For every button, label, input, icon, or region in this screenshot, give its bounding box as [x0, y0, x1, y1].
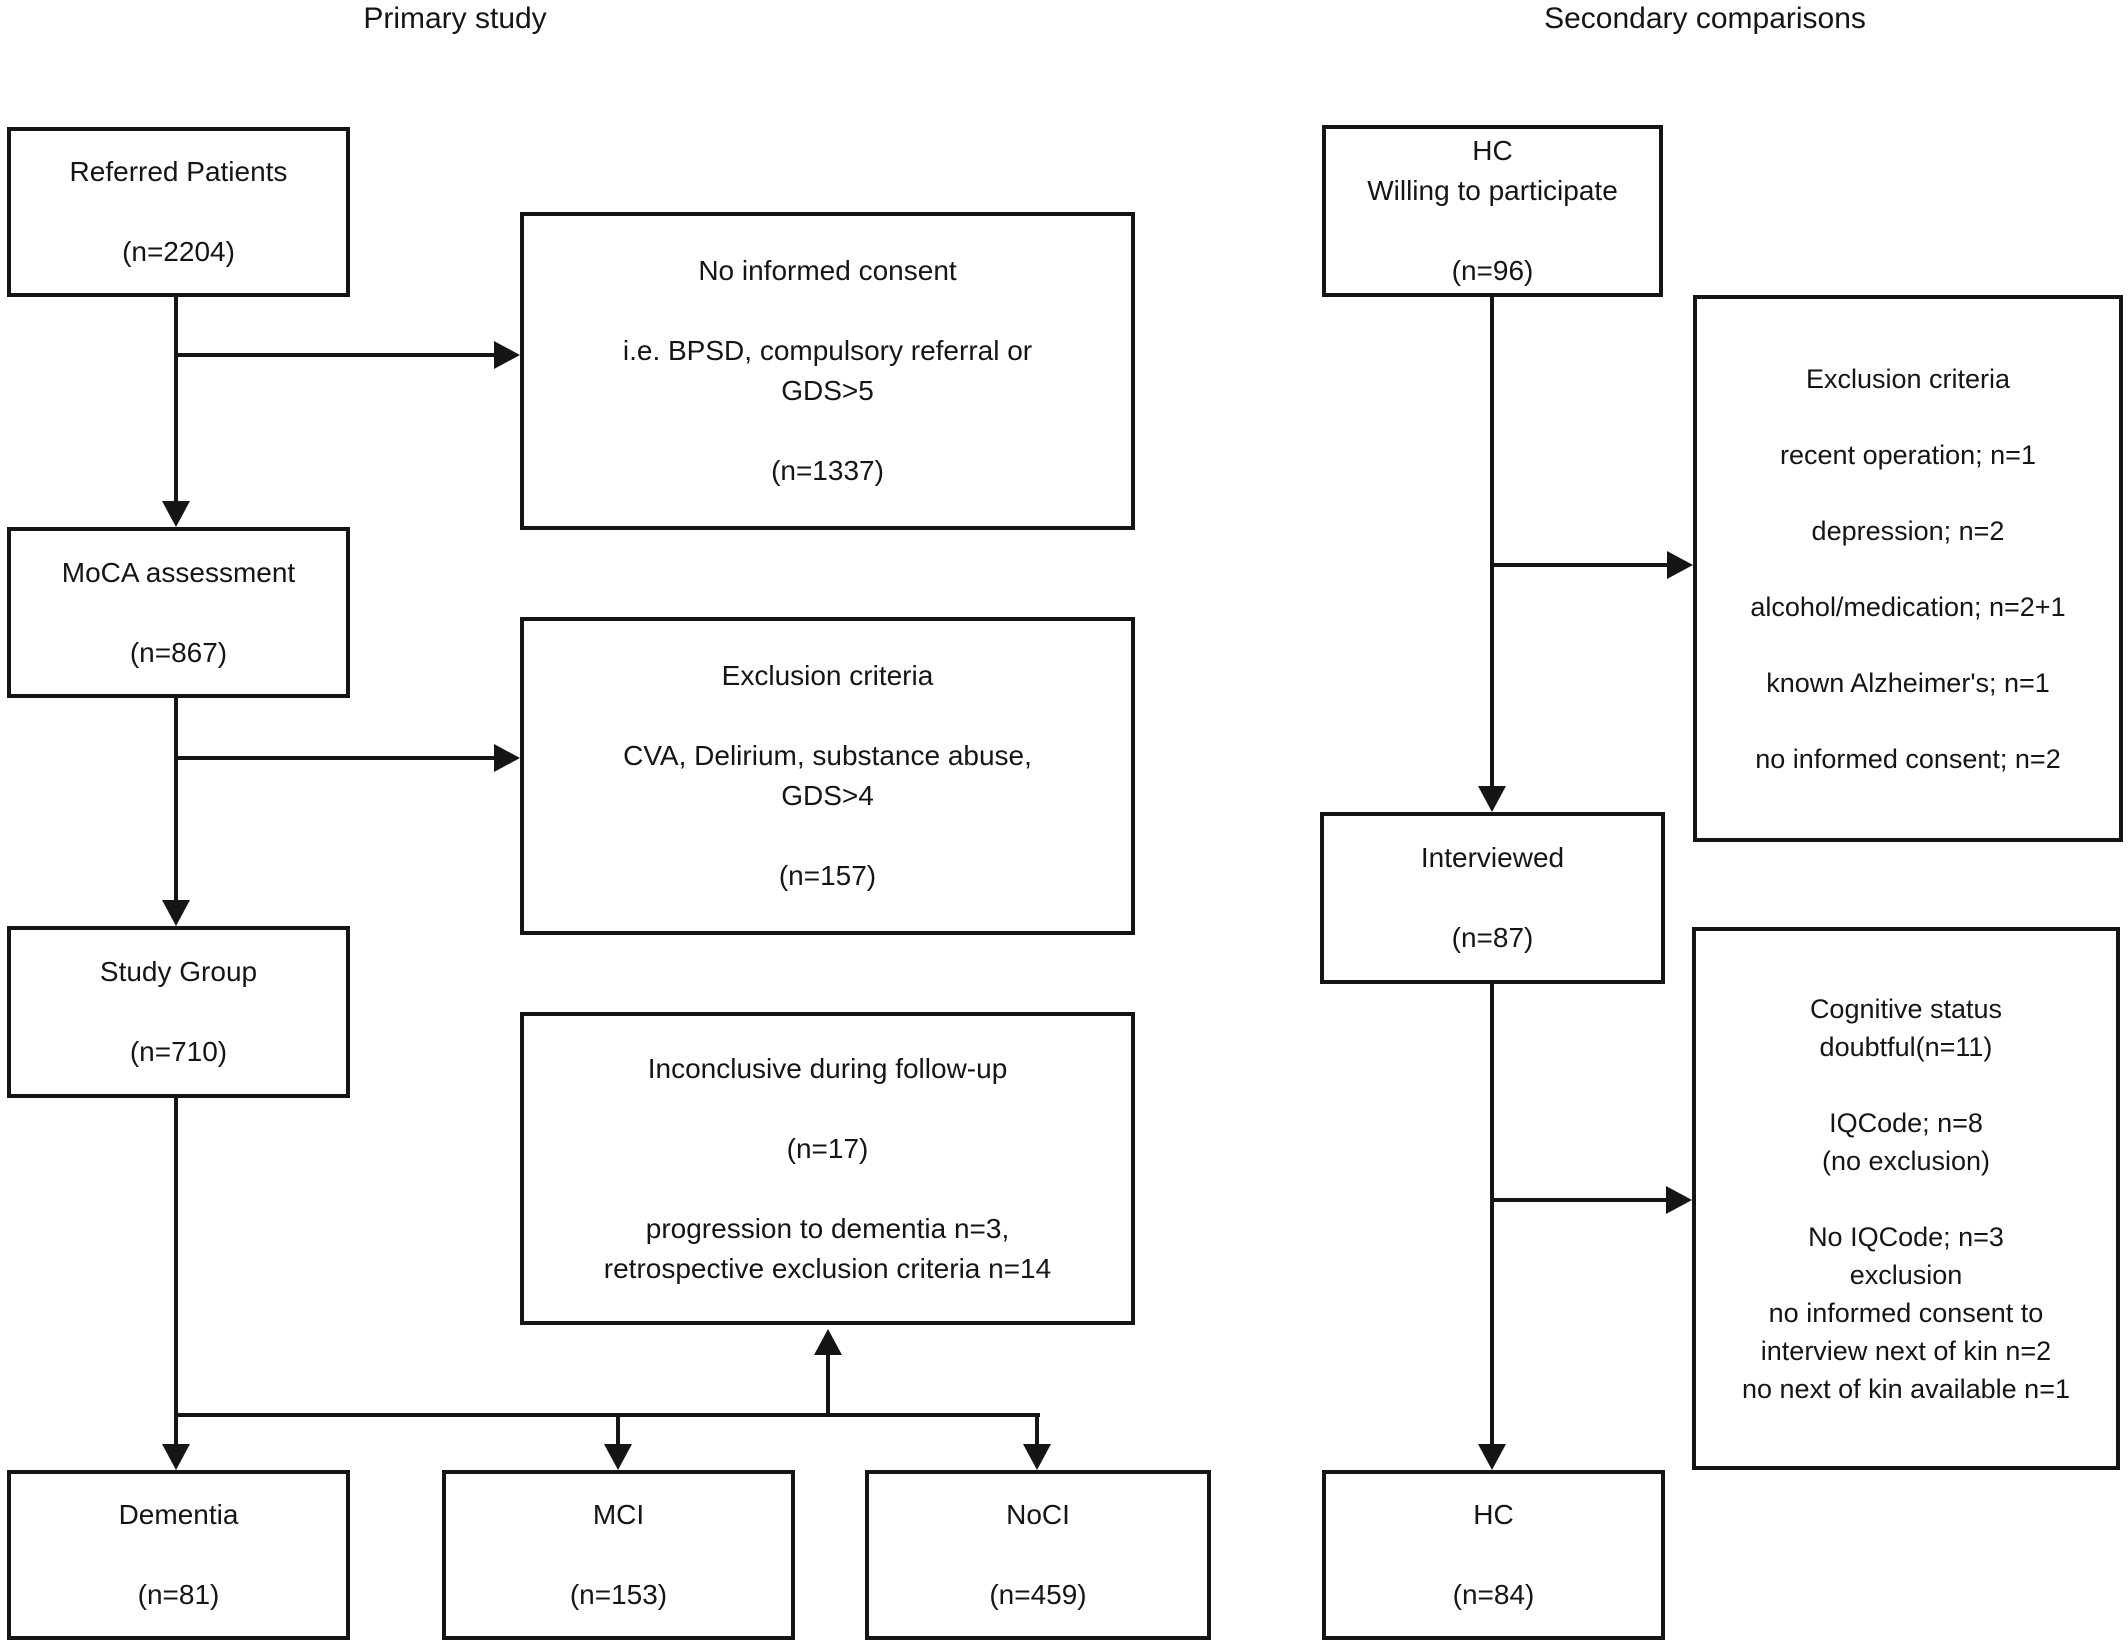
box-exclusion-criteria-primary-text: Exclusion criteria CVA, Delirium, substa…: [623, 660, 1032, 891]
secondary-comparisons-title: Secondary comparisons: [1544, 2, 1866, 35]
connector-moca-to-study: [174, 698, 178, 902]
box-dementia: Dementia (n=81): [7, 1470, 350, 1640]
box-study-group-text: Study Group (n=710): [99, 956, 258, 1067]
box-moca-assessment: MoCA assessment (n=867): [7, 527, 350, 698]
primary-study-title: Primary study: [363, 2, 547, 35]
arrowhead-into-noci: [1023, 1444, 1051, 1470]
box-dementia-text: Dementia (n=81): [118, 1499, 239, 1610]
box-exclusion-criteria-hc: Exclusion criteria recent operation; n=1…: [1693, 295, 2123, 842]
connector-to-exclusion-hc: [1492, 563, 1669, 567]
connector-referred-to-moca: [174, 297, 178, 503]
box-exclusion-criteria-hc-text: Exclusion criteria recent operation; n=1…: [1750, 363, 2066, 774]
connector-hcwilling-to-interviewed: [1490, 297, 1494, 787]
arrowhead-into-study: [162, 900, 190, 926]
connector-to-cognitive-status: [1492, 1198, 1668, 1202]
box-hc-willing: HC Willing to participate (n=96): [1322, 125, 1663, 297]
box-cognitive-status-text: Cognitive status doubtful(n=11) IQCode; …: [1742, 993, 2070, 1404]
arrowhead-into-hcfinal: [1478, 1444, 1506, 1470]
box-mci: MCI (n=153): [442, 1470, 795, 1640]
arrowhead-into-exclusion-hc: [1667, 551, 1693, 579]
connector-rail-to-dementia: [174, 1415, 178, 1445]
box-study-group: Study Group (n=710): [7, 926, 350, 1098]
box-exclusion-criteria-primary: Exclusion criteria CVA, Delirium, substa…: [520, 617, 1135, 935]
arrowhead-into-exclusion-primary: [494, 744, 520, 772]
box-referred-patients: Referred Patients (n=2204): [7, 127, 350, 297]
arrowhead-into-moca: [162, 501, 190, 527]
box-inconclusive-follow-up: Inconclusive during follow-up (n=17) pro…: [520, 1012, 1135, 1325]
box-interviewed: Interviewed (n=87): [1320, 812, 1665, 984]
box-referred-patients-text: Referred Patients (n=2204): [69, 156, 288, 267]
box-interviewed-text: Interviewed (n=87): [1420, 842, 1565, 953]
box-hc-final-text: HC (n=84): [1452, 1499, 1535, 1610]
connector-rail-to-noci: [1035, 1415, 1039, 1445]
arrowhead-into-dementia: [162, 1444, 190, 1470]
box-no-informed-consent: No informed consent i.e. BPSD, compulsor…: [520, 212, 1135, 530]
branch-rail: [174, 1413, 1040, 1417]
box-hc-willing-text: HC Willing to participate (n=96): [1367, 135, 1618, 286]
box-mci-text: MCI (n=153): [569, 1499, 668, 1610]
box-hc-final: HC (n=84): [1322, 1470, 1665, 1640]
box-cognitive-status: Cognitive status doubtful(n=11) IQCode; …: [1692, 927, 2120, 1470]
arrowhead-into-cognitive-status: [1666, 1186, 1692, 1214]
box-no-informed-consent-text: No informed consent i.e. BPSD, compulsor…: [622, 255, 1033, 486]
connector-interviewed-to-hcfinal: [1490, 984, 1494, 1445]
arrowhead-into-mci: [604, 1444, 632, 1470]
connector-rail-to-mci: [616, 1415, 620, 1445]
arrowhead-into-inconclusive: [814, 1329, 842, 1355]
box-moca-assessment-text: MoCA assessment (n=867): [61, 556, 296, 668]
connector-study-to-rail: [174, 1098, 178, 1415]
box-noci-text: NoCI (n=459): [989, 1499, 1087, 1610]
arrowhead-into-no-consent: [494, 341, 520, 369]
connector-to-no-consent: [176, 353, 496, 357]
arrowhead-into-interviewed: [1478, 786, 1506, 812]
box-inconclusive-follow-up-text: Inconclusive during follow-up (n=17) pro…: [603, 1052, 1052, 1284]
connector-rail-to-inconclusive: [826, 1355, 830, 1417]
box-noci: NoCI (n=459): [865, 1470, 1211, 1640]
connector-to-exclusion-primary: [176, 756, 496, 760]
